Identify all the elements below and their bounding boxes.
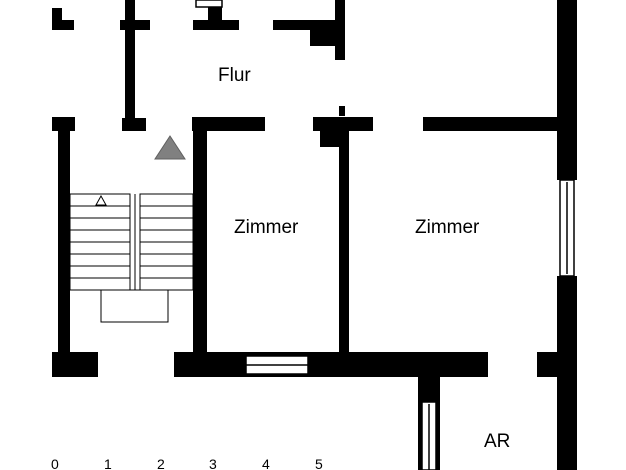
wall-bottom-right-stub: [537, 352, 561, 377]
bottom-wall: [52, 352, 561, 377]
wall-top-left-corner-h: [52, 20, 74, 30]
wall-top-right-v: [335, 0, 345, 60]
scale-label-1: 1: [104, 456, 112, 470]
scale-label-4: 4: [262, 456, 270, 470]
stair-treads: [70, 205, 193, 279]
entrance-triangle-icon: [154, 135, 186, 160]
wall-top-middle-block: [208, 6, 222, 24]
wall-top-center-v: [125, 0, 135, 30]
stair-landing: [100, 289, 169, 323]
ar-section: [418, 370, 440, 470]
room-label-ar: AR: [484, 431, 510, 452]
room-label-zimmer-left: Zimmer: [234, 217, 299, 238]
wall-right-exterior-upper: [557, 0, 577, 180]
wall-stair-right: [193, 117, 207, 377]
scale-label-5: 5: [315, 456, 323, 470]
wall-top-left-corner-v: [52, 8, 62, 30]
staircase: [69, 193, 194, 323]
wall-bottom-main: [174, 352, 488, 377]
scale-bar: 0 1 2 3 4 5: [51, 456, 323, 470]
stair-direction-triangle-outline-icon: [95, 194, 107, 206]
window-top-small: [195, 0, 223, 8]
wall-flur-right: [423, 117, 565, 131]
wall-between-rooms: [339, 131, 349, 371]
top-walls: [52, 0, 345, 60]
wall-top-middle-h: [193, 20, 239, 30]
wall-top-right-h: [273, 20, 345, 30]
room-label-flur: Flur: [218, 65, 251, 86]
wall-flur-door-post: [320, 117, 342, 147]
wall-corridor-pillar: [125, 30, 135, 130]
right-exterior-wall: [557, 0, 577, 470]
wall-stair-left: [58, 117, 70, 377]
wall-flur-mid: [192, 117, 265, 131]
wall-small-marker: [339, 106, 345, 116]
scale-label-3: 3: [209, 456, 217, 470]
scale-label-2: 2: [157, 456, 165, 470]
wall-bottom-left-block: [52, 352, 98, 377]
wall-right-exterior-lower: [557, 276, 577, 470]
wall-corridor-pillar-foot: [122, 118, 146, 131]
room-label-zimmer-right: Zimmer: [415, 217, 480, 238]
scale-label-0: 0: [51, 456, 59, 470]
